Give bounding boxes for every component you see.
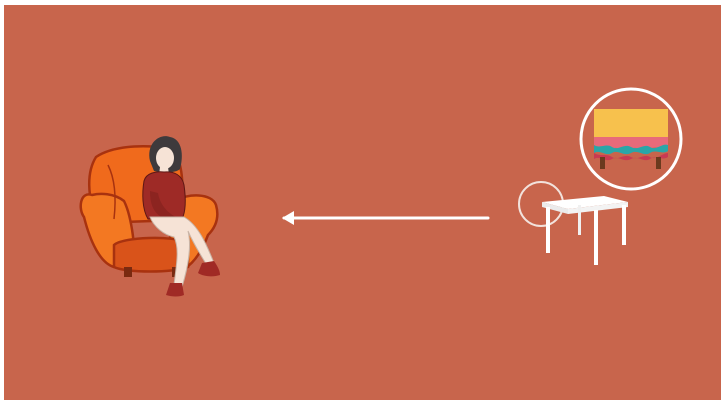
armchair-leg-left <box>124 267 132 277</box>
illustration-stage <box>4 5 721 400</box>
table-leg-front-right <box>594 210 598 265</box>
table-leg-back-left <box>578 205 581 235</box>
tablecloth-leg-right <box>656 157 661 169</box>
woman-face <box>156 147 174 169</box>
table-leg-back-right <box>622 205 626 245</box>
tablecloth-top <box>594 109 668 139</box>
scene-illustration <box>4 5 721 400</box>
table-leg-front-left <box>546 207 550 253</box>
tablecloth-leg-left <box>600 157 605 169</box>
